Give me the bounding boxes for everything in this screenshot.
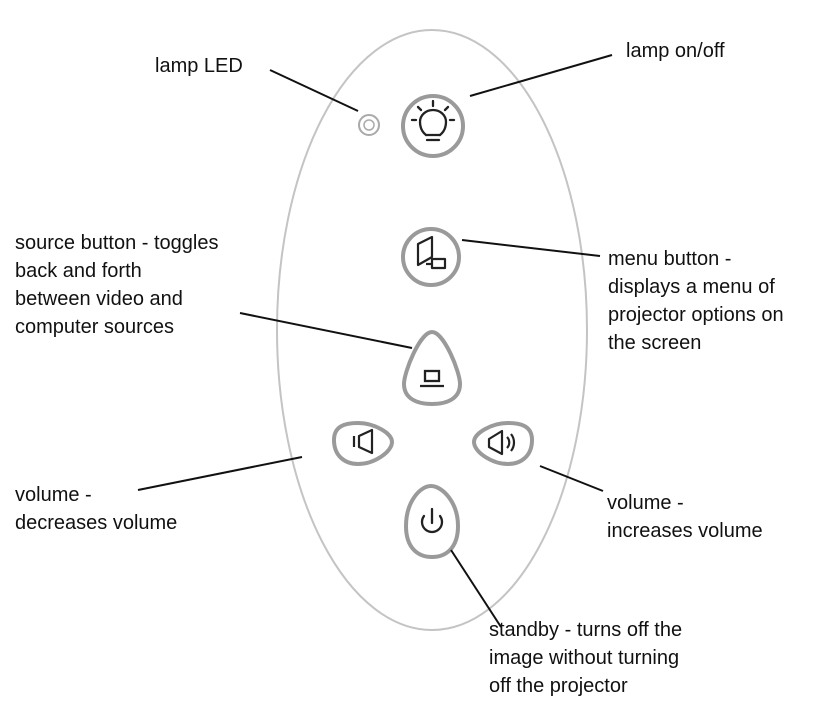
label-standby: standby - turns off the image without tu… [489, 616, 682, 700]
leader-lamp-led [269, 69, 359, 112]
label-line: image without turning [489, 647, 680, 669]
label-volume-up: volume - increases volume [607, 489, 763, 545]
label-line: volume - [607, 492, 684, 514]
label-line: lamp on/off [626, 40, 725, 62]
label-line: lamp LED [155, 55, 243, 77]
label-menu: menu button - displays a menu of project… [608, 245, 784, 357]
label-line: increases volume [607, 520, 763, 542]
label-line: off the projector [489, 675, 628, 697]
menu-icon [416, 235, 447, 270]
label-line: between video and [15, 288, 183, 310]
label-lamp-led: lamp LED [155, 52, 243, 80]
label-line: computer sources [15, 316, 174, 338]
power-icon [420, 507, 444, 534]
source-button[interactable] [401, 329, 463, 407]
label-line: decreases volume [15, 512, 178, 534]
speaker-high-icon [487, 429, 516, 456]
label-volume-down: volume - decreases volume [15, 481, 177, 537]
volume-down-button-ring [331, 420, 395, 467]
volume-up-button[interactable] [471, 420, 535, 467]
led-indicator-inner [363, 119, 375, 131]
led-indicator-icon [358, 114, 380, 136]
leader-lamp-onoff [469, 54, 613, 97]
lightbulb-icon [410, 99, 456, 142]
lamp-button[interactable] [401, 94, 465, 158]
label-line: menu button - [608, 248, 732, 270]
speaker-low-icon [352, 428, 374, 455]
label-line: the screen [608, 332, 702, 354]
label-line: source button - toggles [15, 232, 219, 254]
label-line: standby - turns off the [489, 619, 683, 641]
lamp-led [358, 114, 380, 136]
leader-source [239, 312, 413, 349]
laptop-icon [420, 369, 444, 388]
label-line: volume - [15, 484, 92, 506]
standby-button[interactable] [403, 483, 461, 560]
leader-menu [461, 239, 601, 257]
source-button-ring [401, 329, 463, 407]
label-source: source button - toggles back and forth b… [15, 229, 218, 341]
label-lamp-onoff: lamp on/off [626, 37, 725, 65]
label-line: displays a menu of [608, 276, 775, 298]
leader-standby [450, 549, 502, 628]
label-line: projector options on [608, 304, 784, 326]
lamp-button-ring [401, 94, 465, 158]
label-line: back and forth [15, 260, 142, 282]
leader-volume-down [137, 456, 303, 491]
leader-lines [137, 54, 613, 628]
menu-button[interactable] [401, 227, 461, 287]
volume-down-button[interactable] [331, 420, 395, 467]
leader-volume-up [539, 465, 604, 492]
remote-outline [276, 29, 588, 631]
